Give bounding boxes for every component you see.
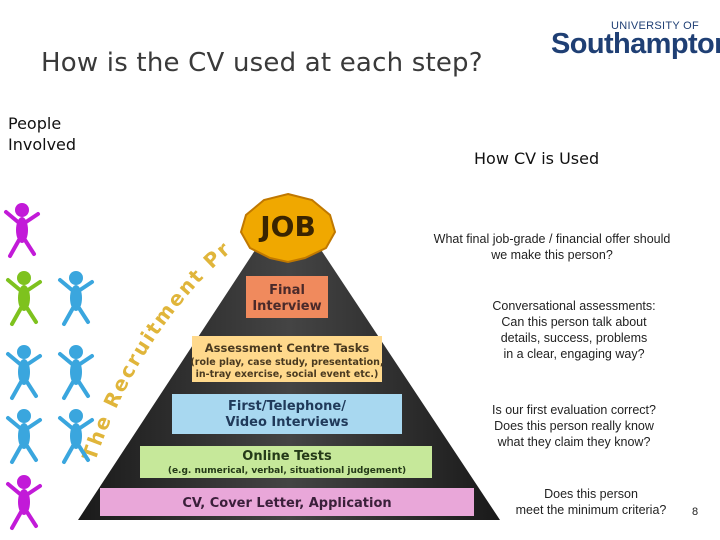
svg-text:Online Tests: Online Tests [242,449,332,464]
person-figure-icon [6,409,42,464]
how-cv-used-label: How CV is Used [474,149,600,168]
tier-assessment-centre-box [192,336,382,382]
tier-online-tests-box [140,446,432,478]
tier-assessment-centre: Assessment Centre Tasks (role play, case… [190,336,384,382]
svg-text:(role play, case study, presen: (role play, case study, presentation, [190,357,383,368]
svg-text:(e.g. numerical, verbal, situa: (e.g. numerical, verbal, situational jud… [168,466,406,476]
svg-text:Video Interviews: Video Interviews [226,415,349,430]
people-figures [4,203,94,530]
person-figure-icon [58,409,94,464]
person-figure-icon [58,271,94,326]
job-badge: JOB [239,192,337,264]
slide-title: How is the CV used at each step? [41,48,483,78]
tier-first-interviews-box [172,394,402,434]
question-first-interviews: Is our first evaluation correct? Does th… [492,403,656,449]
question-cv-application: Does this person meet the minimum criter… [515,487,667,517]
page-number: 8 [692,506,699,518]
tier-cv-application: CV, Cover Letter, Application [100,488,474,516]
svg-text:CV, Cover Letter, Application: CV, Cover Letter, Application [182,496,391,511]
university-logo-line2: Southampton [551,28,720,60]
svg-text:Assessment Centre Tasks: Assessment Centre Tasks [205,341,370,355]
svg-text:in-tray exercise, social event: in-tray exercise, social event etc.) [196,369,379,380]
tier-online-tests: Online Tests (e.g. numerical, verbal, si… [140,446,432,478]
university-logo-line1: UNIVERSITY OF [611,20,700,32]
question-assessment-centre: Conversational assessments: Can this per… [492,299,656,361]
person-figure-icon [58,345,94,400]
tier-first-interviews: First/Telephone/ Video Interviews [172,394,402,434]
tier-final-interview-box [246,276,328,318]
people-involved-label: People Involved [8,114,77,154]
person-figure-icon [4,203,40,258]
person-figure-icon [6,345,42,400]
person-figure-icon [6,475,42,530]
tier-final-interview: Final Interview [246,276,328,318]
tier-cv-application-box [100,488,474,516]
person-figure-icon [6,271,42,326]
svg-text:Interview: Interview [252,299,321,314]
svg-text:Final: Final [269,283,305,298]
svg-text:First/Telephone/: First/Telephone/ [228,399,346,414]
question-final-interview: What final job-grade / financial offer s… [433,232,671,262]
job-label: JOB [258,210,316,243]
